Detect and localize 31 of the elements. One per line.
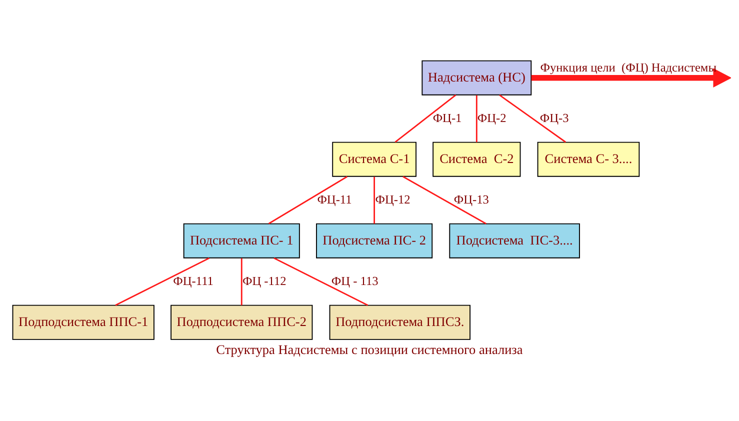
connector	[374, 176, 376, 224]
edge-label: ФЦ - 113	[331, 273, 378, 288]
edge-label: ФЦ-11	[317, 192, 352, 206]
connector	[499, 94, 566, 142]
edge-label: ФЦ -112	[242, 273, 286, 288]
node-box: Подсистема ПС- 2	[316, 222, 433, 258]
edge-label: ФЦ-13	[454, 192, 489, 206]
connector	[476, 94, 478, 142]
edge-label: Функция цели (ФЦ) Надсистемы	[540, 60, 716, 74]
edge-label: ФЦ-111	[173, 273, 214, 288]
node-box: Подподсистема ППС-2	[170, 304, 313, 340]
node-box: Подподсистема ППСЗ.	[329, 304, 470, 340]
edge-label: ФЦ-12	[375, 192, 410, 206]
node-box: Подсистема ПС-3....	[449, 222, 580, 258]
node-box: Система С-2	[432, 141, 521, 176]
connector	[240, 258, 242, 305]
connector	[402, 175, 486, 224]
node-box: Подсистема ПС- 1	[183, 222, 300, 258]
connector	[274, 256, 368, 306]
arrow	[531, 68, 731, 88]
edge-label: ФЦ-2	[477, 110, 506, 124]
edge-label: ФЦ-3	[540, 110, 569, 124]
node-box: Система С-1	[332, 141, 416, 176]
caption: Структура Надсистемы с позиции системного анализа	[216, 341, 523, 356]
node-box: Надсистема (НС)	[422, 60, 532, 95]
connector	[115, 256, 210, 306]
edge-label: ФЦ-1	[432, 110, 462, 124]
node-box: Система С- 3....	[537, 141, 640, 176]
node-box: Подподсистема ППС-1	[12, 304, 154, 340]
connector	[394, 94, 456, 142]
connector	[268, 176, 348, 224]
